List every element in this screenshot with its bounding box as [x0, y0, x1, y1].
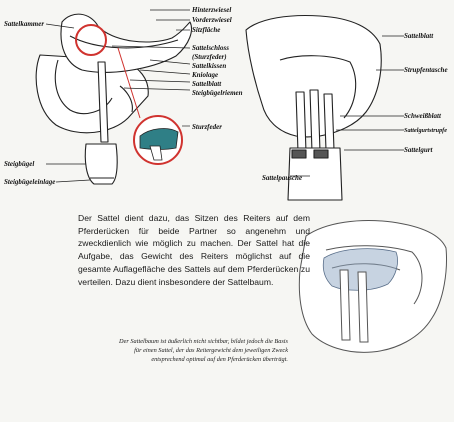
label-vorderzwiesel: Vorderzwiesel [192, 16, 232, 24]
left-saddle-flap [35, 54, 149, 134]
label-sattelgurtstrupfe: Sattelgurtstrupfe [404, 127, 447, 134]
label-sattelkissen: Sattelkissen [192, 62, 226, 70]
label-sturzfeder: Sturzfeder [192, 123, 222, 131]
saddle-tree-caption: Der Sattelbaum ist äußerlich nicht sicht… [119, 338, 288, 363]
left-saddle-diagram: Sattelkammer Hinterzwiesel Vorderzwiesel… [4, 6, 243, 186]
left-highlight-circle [75, 24, 107, 56]
left-stirrup-leather [97, 61, 109, 143]
label-sattelblatt-right: Sattelblatt [404, 32, 434, 40]
label-steigbuegel: Steigbügel [4, 160, 34, 168]
right-saddle-flap [245, 15, 382, 138]
label-schweissblatt: Schweißblatt [404, 112, 442, 120]
label-sattelgurt: Sattelgurt [404, 146, 433, 154]
left-stirrup [84, 143, 118, 185]
label-kniolage: Kniolage [191, 71, 218, 79]
label-steigbuegelriemen: Steigbügelriemen [192, 89, 243, 97]
label-sitzflaeche: Sitzfläche [192, 26, 220, 34]
label-sattelblatt-left: Sattelblatt [192, 80, 222, 88]
label-sturzfeder-paren: (Sturzfeder) [192, 53, 227, 61]
label-strupfentasche: Strupfentasche [404, 66, 448, 74]
label-sattelkammer: Sattelkammer [4, 20, 44, 28]
label-sattelpausche: Sattelpausche [262, 174, 302, 182]
label-sattelschloss: Sattelschloss [192, 44, 229, 52]
label-hinterzwiesel: Hinterzwiesel [191, 6, 231, 14]
right-girth [287, 147, 343, 201]
right-saddle-diagram: Sattelblatt Strupfentasche Schweißblatt … [245, 15, 448, 201]
label-steigbuegeleinlage: Steigbügeleinlage [4, 178, 55, 186]
body-paragraph: Der Sattel dient dazu, das Sitzen des Re… [78, 213, 310, 287]
